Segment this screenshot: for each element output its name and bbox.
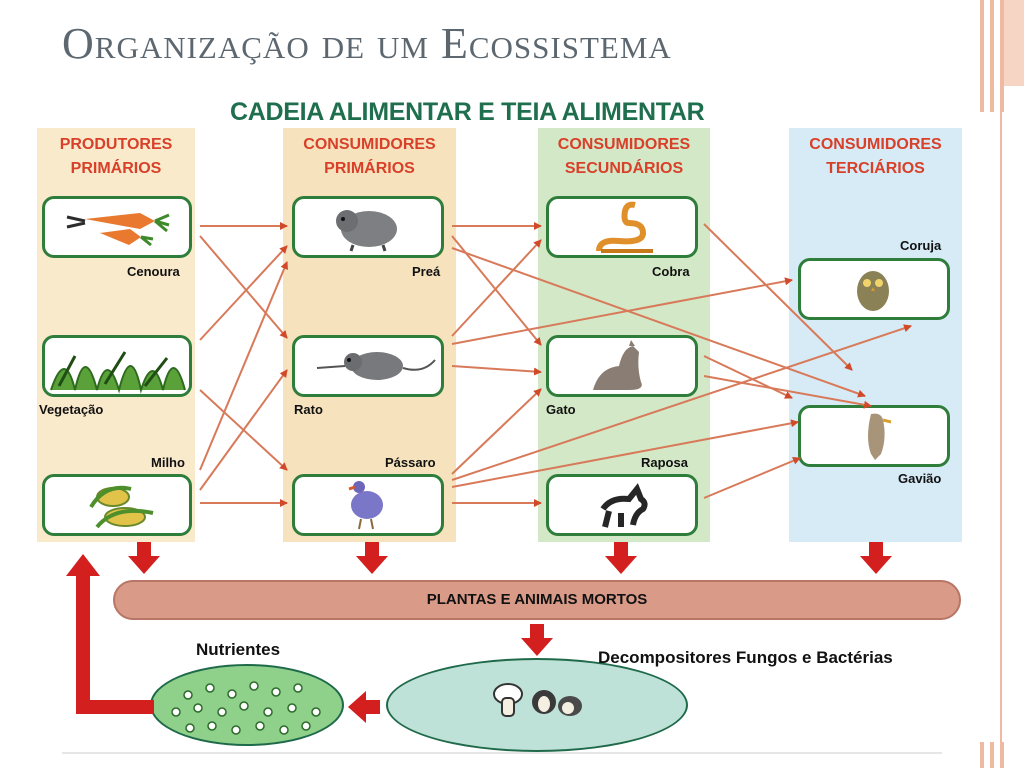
decor-stripe-right (980, 0, 1024, 112)
corn-icon (89, 485, 154, 529)
heading-line: TERCIÁRIOS (826, 160, 925, 177)
bird-icon (348, 481, 383, 530)
cat-icon (593, 340, 642, 390)
box-prea (292, 196, 444, 258)
label-vegetacao: Vegetação (39, 402, 104, 417)
box-milho (42, 474, 192, 536)
guinea-pig-icon (336, 210, 397, 252)
owl-icon (857, 271, 889, 311)
heading-produtores: PRODUTORES PRIMÁRIOS (37, 133, 195, 181)
heading-consumidores-secundarios: CONSUMIDORES SECUNDÁRIOS (538, 133, 710, 181)
heading-line: PRODUTORES (59, 136, 173, 153)
fox-icon (600, 483, 648, 528)
box-gaviao (798, 405, 950, 467)
box-vegetacao (42, 335, 192, 397)
label-coruja: Coruja (900, 238, 942, 253)
footer-line (62, 752, 942, 754)
hawk-icon (868, 413, 892, 460)
heading-line: CONSUMIDORES (809, 136, 942, 153)
decor-line-right (1000, 112, 1002, 768)
label-gato: Gato (546, 402, 576, 417)
label-rato: Rato (294, 402, 323, 417)
heading-line: SECUNDÁRIOS (564, 160, 684, 177)
box-passaro (292, 474, 444, 536)
decomposers-label: Decompositores Fungos e Bactérias (598, 648, 893, 667)
box-coruja (798, 258, 950, 320)
dead-matter-label: PLANTAS E ANIMAIS MORTOS (426, 591, 648, 608)
box-gato (546, 335, 698, 397)
box-cenoura (42, 196, 192, 258)
dead-matter-band (113, 580, 961, 620)
diagram-title: CADEIA ALIMENTAR E TEIA ALIMENTAR (230, 98, 705, 126)
label-passaro: Pássaro (385, 455, 436, 470)
carrot-icon (66, 213, 170, 247)
snake-icon (596, 201, 653, 253)
heading-consumidores-terciarios: CONSUMIDORES TERCIÁRIOS (789, 133, 962, 181)
box-raposa (546, 474, 698, 536)
label-milho: Milho (151, 455, 185, 470)
label-prea: Preá (412, 264, 441, 279)
box-rato (292, 335, 444, 397)
heading-line: PRIMÁRIOS (70, 160, 162, 177)
heading-line: CONSUMIDORES (303, 136, 436, 153)
heading-consumidores-primarios: CONSUMIDORES PRIMÁRIOS (283, 133, 456, 181)
nutrients-label: Nutrientes (196, 640, 281, 659)
slide-title: Organização de um Ecossistema (62, 19, 672, 68)
box-cobra (546, 196, 698, 258)
label-gaviao: Gavião (898, 471, 942, 486)
decor-stripe-bottom (980, 742, 1024, 768)
label-cobra: Cobra (652, 264, 690, 279)
rat-icon (316, 352, 436, 380)
heading-line: CONSUMIDORES (557, 136, 691, 153)
heading-line: PRIMÁRIOS (324, 160, 415, 177)
label-cenoura: Cenoura (127, 264, 180, 279)
grass-icon (50, 351, 186, 394)
label-raposa: Raposa (641, 455, 688, 470)
